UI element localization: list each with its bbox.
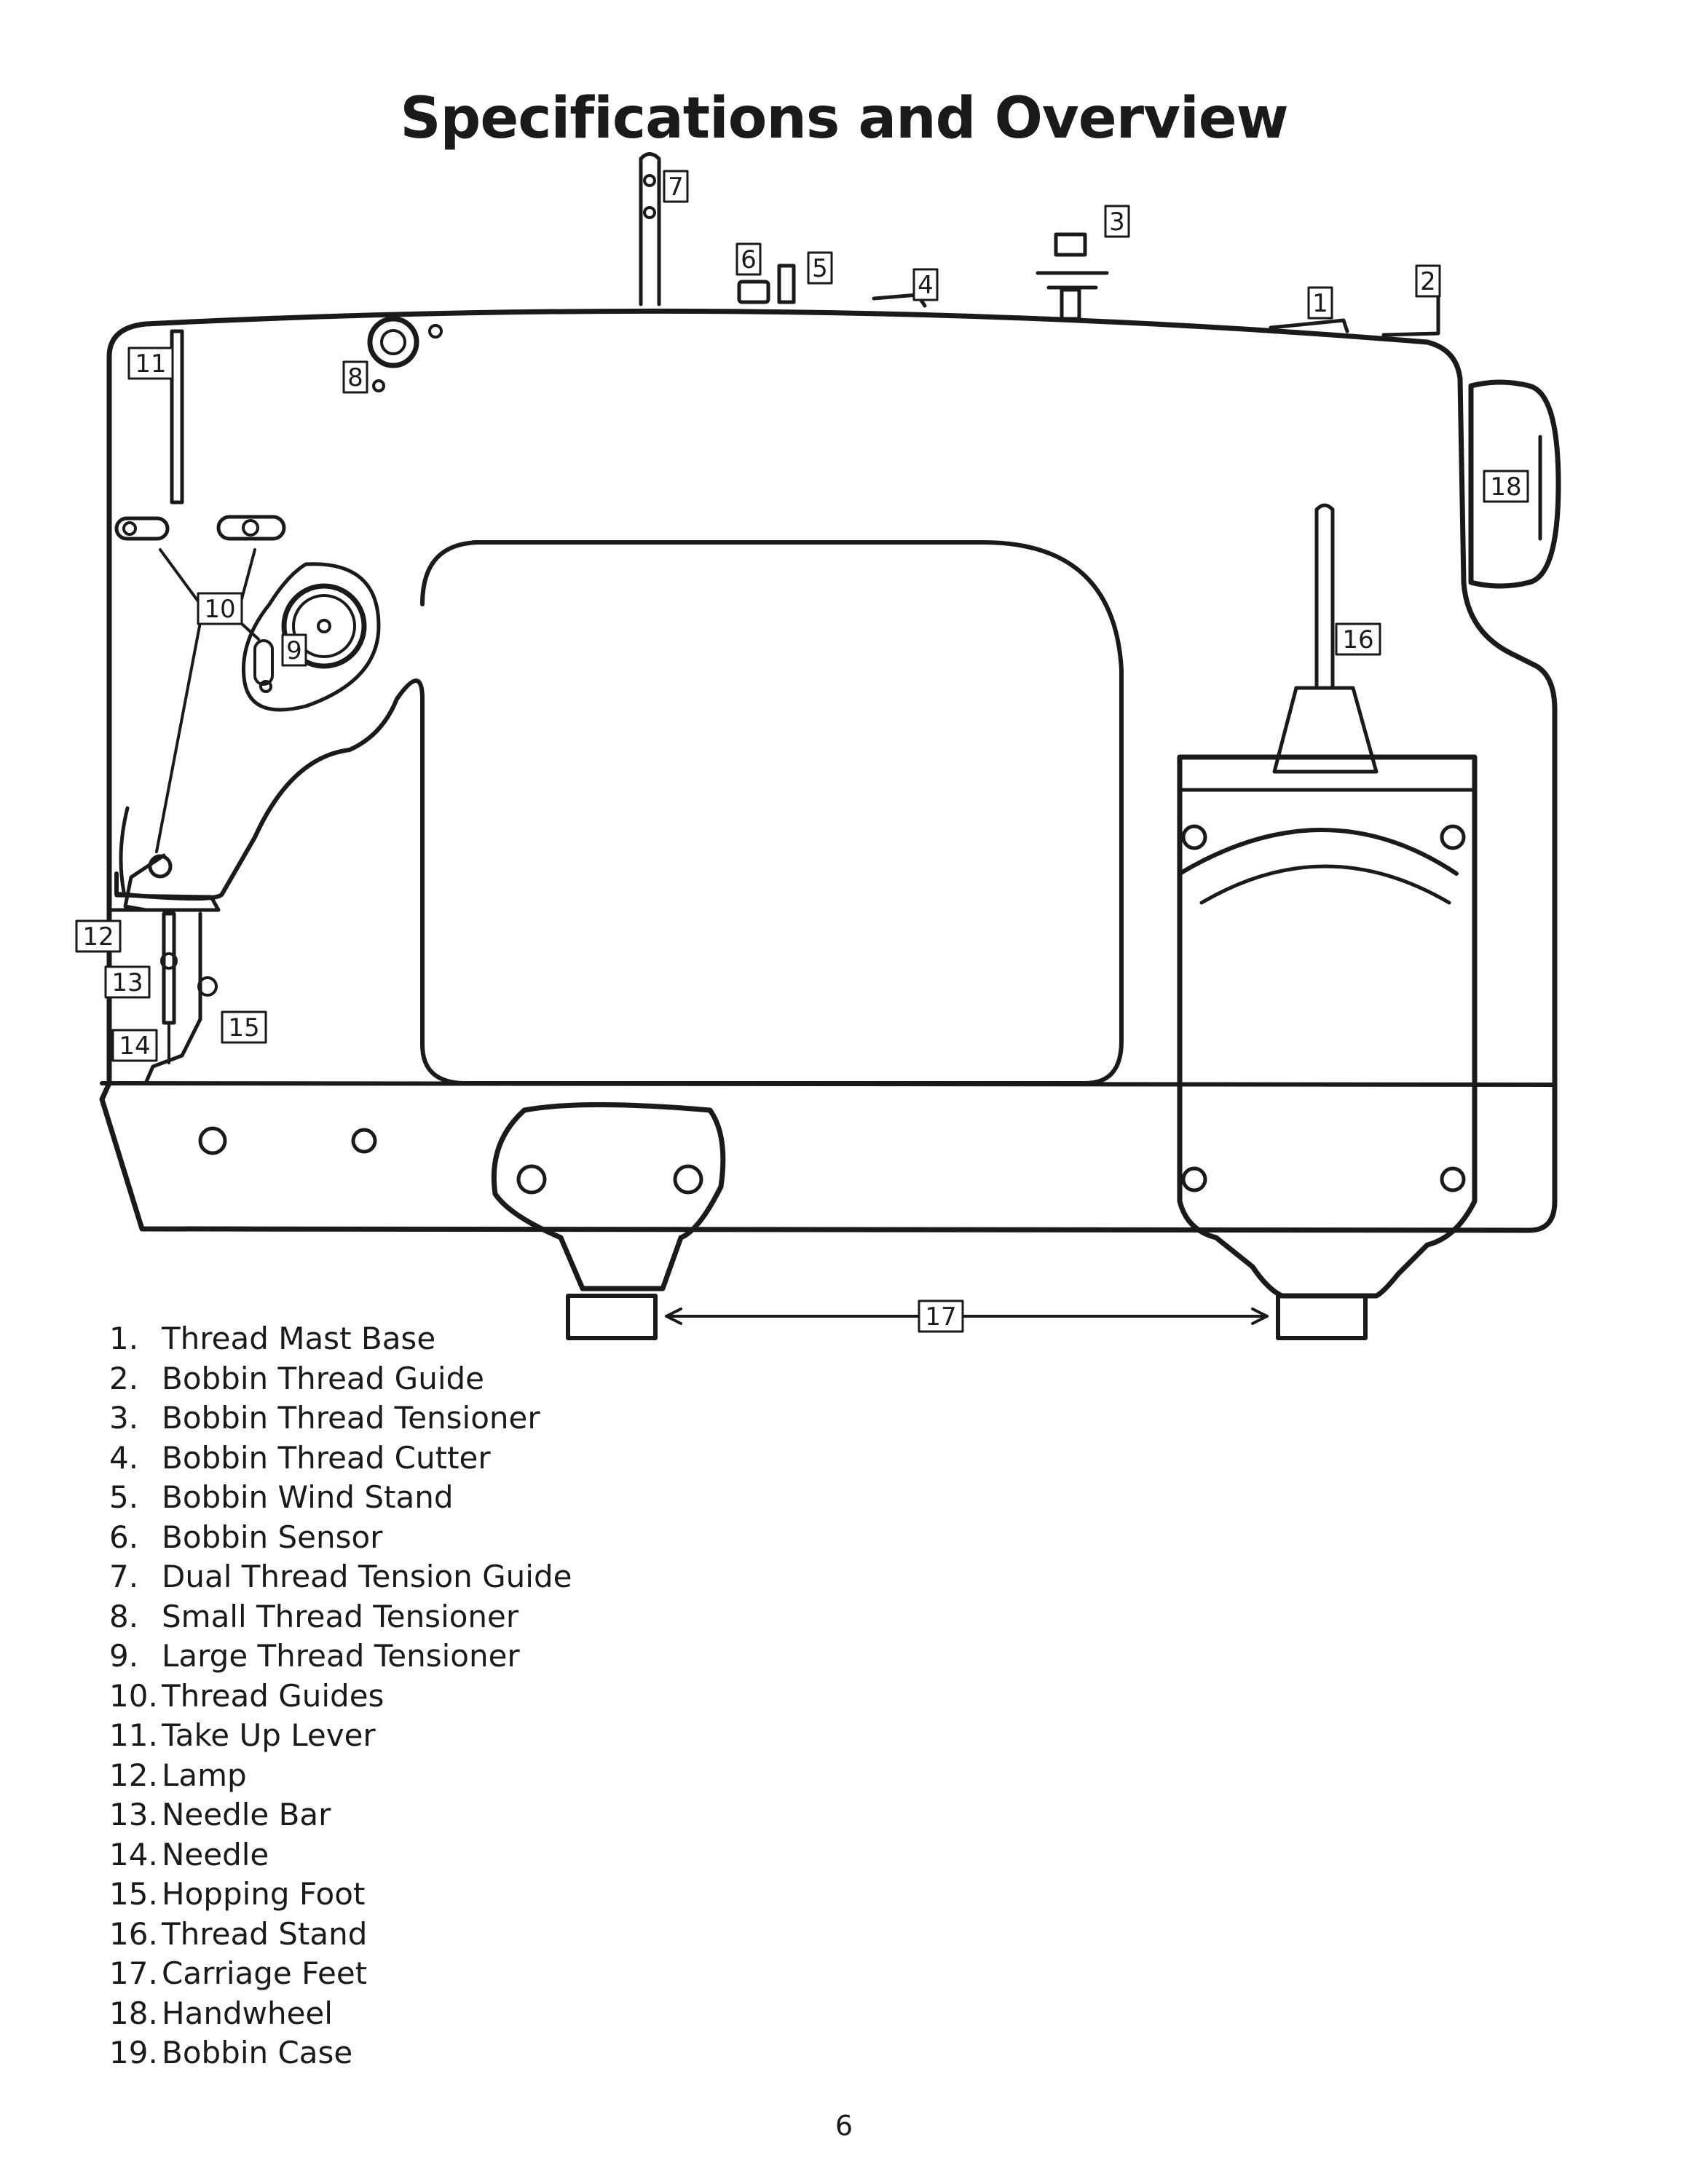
callout-9-label: 9 [286,636,302,665]
list-item: 1.Thread Mast Base [109,1321,436,1356]
bobbin-wind-stand [777,264,796,304]
parts-list: 1.Thread Mast Base 2.Bobbin Thread Guide… [109,1319,572,2073]
callout-7: 7 [663,170,689,203]
page-number: 6 [835,2110,853,2142]
carriage-feet-dimension [665,1307,1269,1325]
handwheel [1468,379,1561,589]
callout-5: 5 [807,251,833,285]
callout-4-label: 4 [918,271,934,300]
callout-16: 16 [1335,622,1381,656]
callout-1: 1 [1307,286,1333,320]
throat-opening [114,540,1124,1085]
callout-13: 13 [104,965,151,999]
list-item: 12.Lamp [109,1757,247,1793]
callout-2: 2 [1415,264,1441,298]
callout-4: 4 [912,268,939,301]
thread-mast-base [1269,318,1349,333]
page-title: Specifications and Overview [400,86,1288,151]
callout-18: 18 [1483,470,1529,503]
presser-area [119,806,130,894]
list-item: 6.Bobbin Sensor [109,1519,383,1555]
callout-10: 10 [197,592,243,625]
callout-6-label: 6 [741,245,757,274]
bobbin-thread-tensioner [1054,232,1087,257]
large-thread-tensioner [281,583,367,669]
callout-7-label: 7 [668,173,684,202]
list-item: 18.Handwheel [109,1995,333,2031]
thread-stand [1314,503,1335,690]
list-item: 10.Thread Guides [109,1677,384,1714]
list-item: 7.Dual Thread Tension Guide [109,1559,572,1594]
callout-18-label: 18 [1490,472,1521,502]
list-item: 15.Hopping Foot [109,1876,366,1912]
throat-top-curve [420,540,483,606]
list-item: 17.Carriage Feet [109,1955,368,1991]
callout-12: 12 [75,919,122,953]
thread-stand-housing [1177,754,1478,1299]
list-item: 8.Small Thread Tensioner [109,1598,519,1634]
callout-15: 15 [221,1010,267,1044]
callout-9: 9 [281,633,307,667]
callout-5-label: 5 [812,254,828,283]
list-item: 11.Take Up Lever [109,1717,376,1753]
callout-3-label: 3 [1109,207,1125,237]
callout-14-label: 14 [119,1032,150,1061]
small-thread-tensioner [367,316,419,368]
lamp [107,893,221,912]
list-item: 14.Needle [109,1836,269,1872]
callout-6: 6 [735,242,762,276]
callout-15-label: 15 [228,1013,259,1042]
callout-1-label: 1 [1312,289,1328,318]
callout-8-label: 8 [347,363,363,392]
list-item: 13.Needle Bar [109,1797,331,1832]
list-item: 5.Bobbin Wind Stand [109,1479,454,1515]
callout-3: 3 [1104,205,1130,238]
callout-8: 8 [342,360,368,394]
list-item: 16.Thread Stand [109,1915,368,1952]
list-item: 3.Bobbin Thread Tensioner [109,1400,540,1436]
take-up-lever [170,329,184,505]
list-item: 2.Bobbin Thread Guide [109,1360,485,1396]
list-item: 4.Bobbin Thread Cutter [109,1439,491,1476]
thread-guide-arrows [155,548,260,853]
callout-11: 11 [127,347,174,380]
list-item: 9.Large Thread Tensioner [109,1638,520,1674]
thread-guide-right [216,515,286,541]
carriage-foot-left [491,1102,726,1291]
dual-thread-tension-guide [639,152,661,306]
callout-13-label: 13 [111,968,143,997]
callout-17: 17 [918,1299,964,1333]
callout-10-label: 10 [204,595,235,624]
machine-body [99,308,1558,1233]
callout-16-label: 16 [1342,625,1373,654]
callout-2-label: 2 [1420,267,1436,296]
thread-guide-left [114,516,170,541]
callout-11-label: 11 [135,349,166,379]
callout-14: 14 [111,1029,158,1062]
large-thread-tensioner-plate [241,562,381,712]
callout-12-label: 12 [82,922,114,951]
bobbin-sensor [737,280,770,304]
callout-17-label: 17 [925,1302,956,1332]
list-item: 19.Bobbin Case [109,2035,353,2070]
